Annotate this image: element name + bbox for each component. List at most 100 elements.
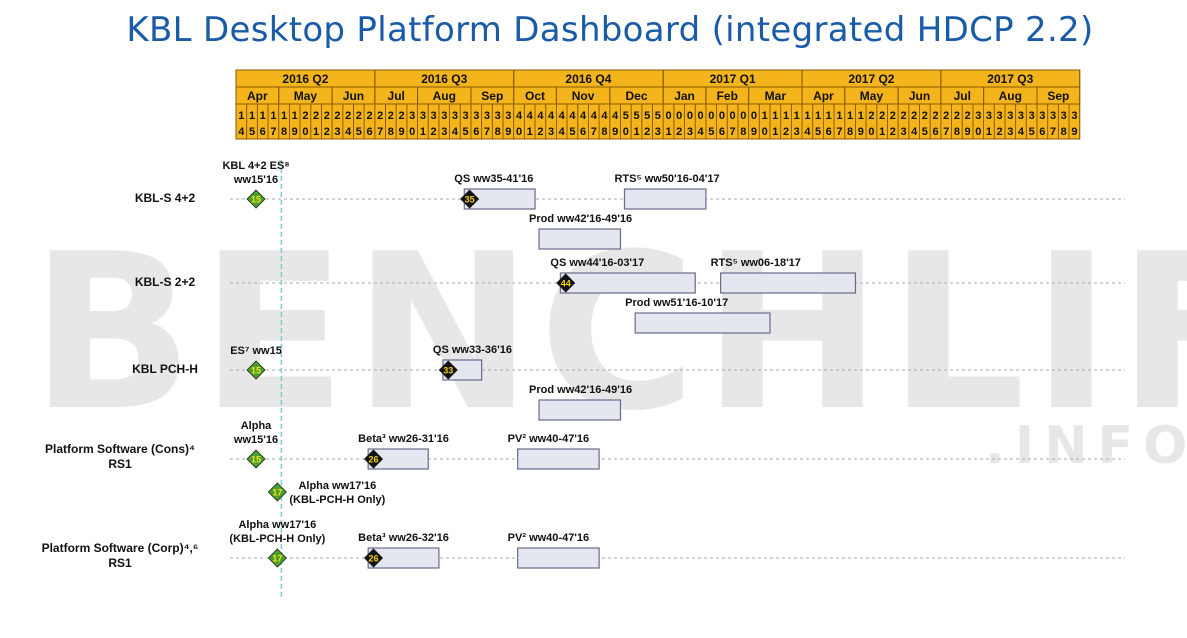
week-digit-bottom: 9 — [292, 126, 298, 138]
week-digit-bottom: 3 — [655, 126, 661, 138]
week-digit-bottom: 5 — [922, 126, 928, 138]
week-digit-top: 2 — [900, 110, 906, 122]
milestone-week-number: 15 — [251, 195, 261, 205]
week-digit-bottom: 5 — [249, 126, 255, 138]
week-digit-top: 1 — [238, 110, 244, 122]
week-digit-top: 1 — [249, 110, 255, 122]
week-digit-bottom: 4 — [804, 126, 811, 138]
quarter-label: 2017 Q3 — [987, 72, 1033, 86]
week-digit-bottom: 5 — [569, 126, 575, 138]
week-digit-bottom: 6 — [932, 126, 938, 138]
milestone-label: Alpha ww17'16(KBL-PCH-H Only) — [289, 479, 385, 507]
week-digit-bottom: 2 — [890, 126, 896, 138]
week-digit-top: 2 — [388, 110, 394, 122]
week-digit-top: 3 — [1018, 110, 1024, 122]
row-label: KBL-S 4+2 — [110, 191, 220, 206]
month-label: Apr — [247, 89, 268, 103]
week-digit-bottom: 4 — [345, 126, 352, 138]
week-digit-bottom: 5 — [463, 126, 469, 138]
milestone-label-line: Alpha ww17'16 — [238, 519, 317, 531]
bar-label: PV² ww40-47'16 — [507, 433, 590, 445]
week-digit-bottom: 8 — [601, 126, 607, 138]
week-cell — [1068, 103, 1081, 140]
week-digit-top: 2 — [890, 110, 896, 122]
week-digit-bottom: 7 — [270, 126, 276, 138]
bar-label: Beta³ ww26-31'16 — [358, 433, 449, 445]
week-digit-top: 1 — [762, 110, 768, 122]
week-digit-bottom: 9 — [505, 126, 511, 138]
week-digit-bottom: 4 — [238, 126, 245, 138]
week-digit-bottom: 1 — [527, 126, 533, 138]
week-digit-bottom: 9 — [858, 126, 864, 138]
week-digit-bottom: 7 — [836, 126, 842, 138]
week-digit-top: 1 — [281, 110, 287, 122]
month-label: Mar — [765, 89, 787, 103]
week-digit-bottom: 9 — [965, 126, 971, 138]
week-digit-top: 0 — [708, 110, 714, 122]
week-digit-top: 3 — [441, 110, 447, 122]
week-digit-bottom: 5 — [815, 126, 821, 138]
week-digit-bottom: 5 — [708, 126, 714, 138]
milestone-week-number: 15 — [251, 366, 261, 376]
week-digit-top: 2 — [922, 110, 928, 122]
bar-label: QS ww33-36'16 — [432, 344, 512, 356]
milestone-diamond — [267, 482, 287, 502]
week-digit-bottom: 1 — [633, 126, 639, 138]
week-digit-top: 3 — [484, 110, 490, 122]
bar-label: Prod ww42'16-49'16 — [529, 213, 633, 225]
week-digit-bottom: 7 — [377, 126, 383, 138]
week-digit-top: 3 — [473, 110, 479, 122]
week-digit-bottom: 7 — [943, 126, 949, 138]
milestone-diamond — [556, 273, 576, 293]
week-digit-top: 1 — [772, 110, 778, 122]
milestone-week-number: 26 — [368, 455, 378, 465]
week-digit-top: 2 — [868, 110, 874, 122]
week-digit-top: 2 — [324, 110, 330, 122]
bar-label: Prod ww42'16-49'16 — [529, 384, 633, 396]
week-digit-top: 4 — [612, 110, 619, 122]
week-digit-top: 1 — [858, 110, 864, 122]
week-digit-top: 2 — [377, 110, 383, 122]
quarter-label: 2017 Q2 — [848, 72, 894, 86]
week-digit-top: 0 — [730, 110, 736, 122]
milestone-diamond — [246, 449, 266, 469]
week-digit-top: 2 — [334, 110, 340, 122]
week-digit-top: 1 — [847, 110, 853, 122]
week-digit-bottom: 1 — [772, 126, 778, 138]
week-digit-top: 1 — [815, 110, 821, 122]
week-digit-bottom: 3 — [441, 126, 447, 138]
week-digit-top: 0 — [719, 110, 725, 122]
milestone-week-number: 17 — [272, 554, 282, 564]
milestone-week-number: 35 — [465, 195, 475, 205]
week-digit-top: 4 — [559, 110, 566, 122]
month-label: Dec — [625, 89, 647, 103]
bar-label: Prod ww51'16-10'17 — [625, 297, 729, 309]
month-label: Jan — [674, 89, 695, 103]
week-digit-top: 3 — [409, 110, 415, 122]
phase-bar — [559, 272, 696, 294]
week-digit-top: 0 — [698, 110, 704, 122]
week-digit-top: 0 — [665, 110, 671, 122]
milestone-diamond — [267, 548, 287, 568]
chart-title: KBL Desktop Platform Dashboard (integrat… — [126, 10, 1094, 50]
bar-label: RTS⁵ ww06-18'17 — [710, 257, 801, 269]
week-digit-top: 3 — [1071, 110, 1077, 122]
week-digit-top: 2 — [302, 110, 308, 122]
week-digit-bottom: 0 — [975, 126, 981, 138]
month-label: Aug — [433, 89, 456, 103]
week-digit-top: 0 — [676, 110, 682, 122]
month-label: Apr — [813, 89, 834, 103]
milestone-diamond — [438, 360, 458, 380]
week-digit-top: 3 — [463, 110, 469, 122]
week-digit-top: 3 — [452, 110, 458, 122]
week-digit-top: 5 — [655, 110, 661, 122]
week-digit-top: 5 — [633, 110, 639, 122]
week-digit-bottom: 6 — [719, 126, 725, 138]
week-digit-top: 1 — [292, 110, 298, 122]
milestone-label-line: Alpha — [240, 420, 272, 432]
row-label-line: Platform Software (Cons)⁴ — [45, 442, 195, 456]
week-digit-bottom: 2 — [324, 126, 330, 138]
